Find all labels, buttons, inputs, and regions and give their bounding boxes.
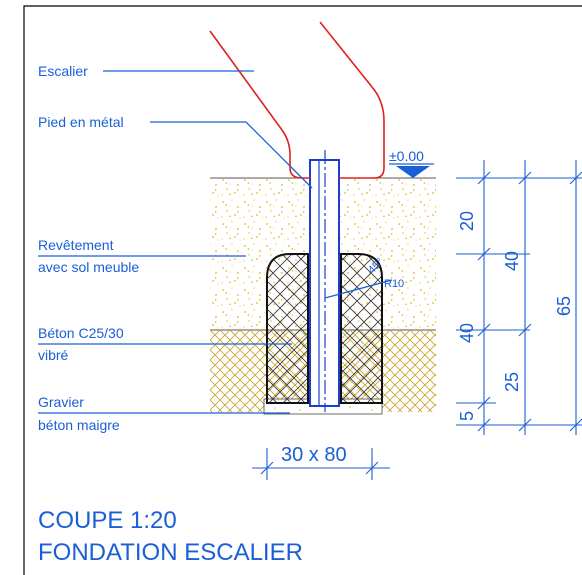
level-label: ±0.00: [389, 148, 424, 164]
label-beton-line2: vibré: [38, 347, 69, 363]
dim-tick: [365, 461, 379, 475]
label-gravier-line1: Gravier: [38, 394, 84, 410]
dim-40-lower: 40: [457, 323, 477, 343]
level-triangle-icon: [396, 166, 430, 178]
radius-leader: [324, 279, 393, 299]
label-pied-metal: Pied en métal: [38, 114, 124, 130]
stair-profile-left: [209, 30, 310, 179]
drawing-frame: [23, 5, 582, 575]
lean-concrete-speck: [274, 407, 276, 409]
dim-40-upper: 40: [502, 251, 522, 271]
lean-concrete-speck: [349, 406, 351, 408]
radius-annotation: R10: [384, 278, 404, 290]
dim-tick: [477, 171, 491, 185]
dim-tick: [477, 396, 491, 410]
dim-5: 5: [457, 411, 477, 421]
drawing-scale-title: COUPE 1:20: [38, 507, 177, 534]
concrete-foundation-right: [340, 253, 383, 404]
concrete-foundation-left: [266, 253, 309, 404]
lean-concrete-speck: [299, 409, 301, 411]
dim-tick: [477, 323, 491, 337]
leader-pied-metal: [150, 121, 313, 189]
dim-width-label: 30 x 80: [281, 444, 347, 466]
dim-20: 20: [457, 211, 477, 231]
dim-tick: [477, 247, 491, 261]
label-gravier-line2: béton maigre: [38, 417, 120, 433]
label-revetement-line1: Revêtement: [38, 237, 114, 253]
dim-tick: [518, 418, 532, 432]
dim-65: 65: [554, 296, 574, 316]
dim-tick: [518, 171, 532, 185]
dim-tick: [569, 418, 582, 432]
dim-tick: [477, 418, 491, 432]
label-beton-line1: Béton C25/30: [38, 325, 124, 341]
drawing-main-title: FONDATION ESCALIER: [38, 539, 303, 566]
dim-tick: [260, 461, 274, 475]
stair-profile-right: [319, 21, 385, 179]
lean-concrete-speck: [371, 409, 373, 411]
dim-25: 25: [502, 372, 522, 392]
dim-tick: [569, 171, 582, 185]
label-revetement-line2: avec sol meuble: [38, 259, 139, 275]
dim-tick: [518, 323, 532, 337]
label-escalier: Escalier: [38, 63, 88, 79]
